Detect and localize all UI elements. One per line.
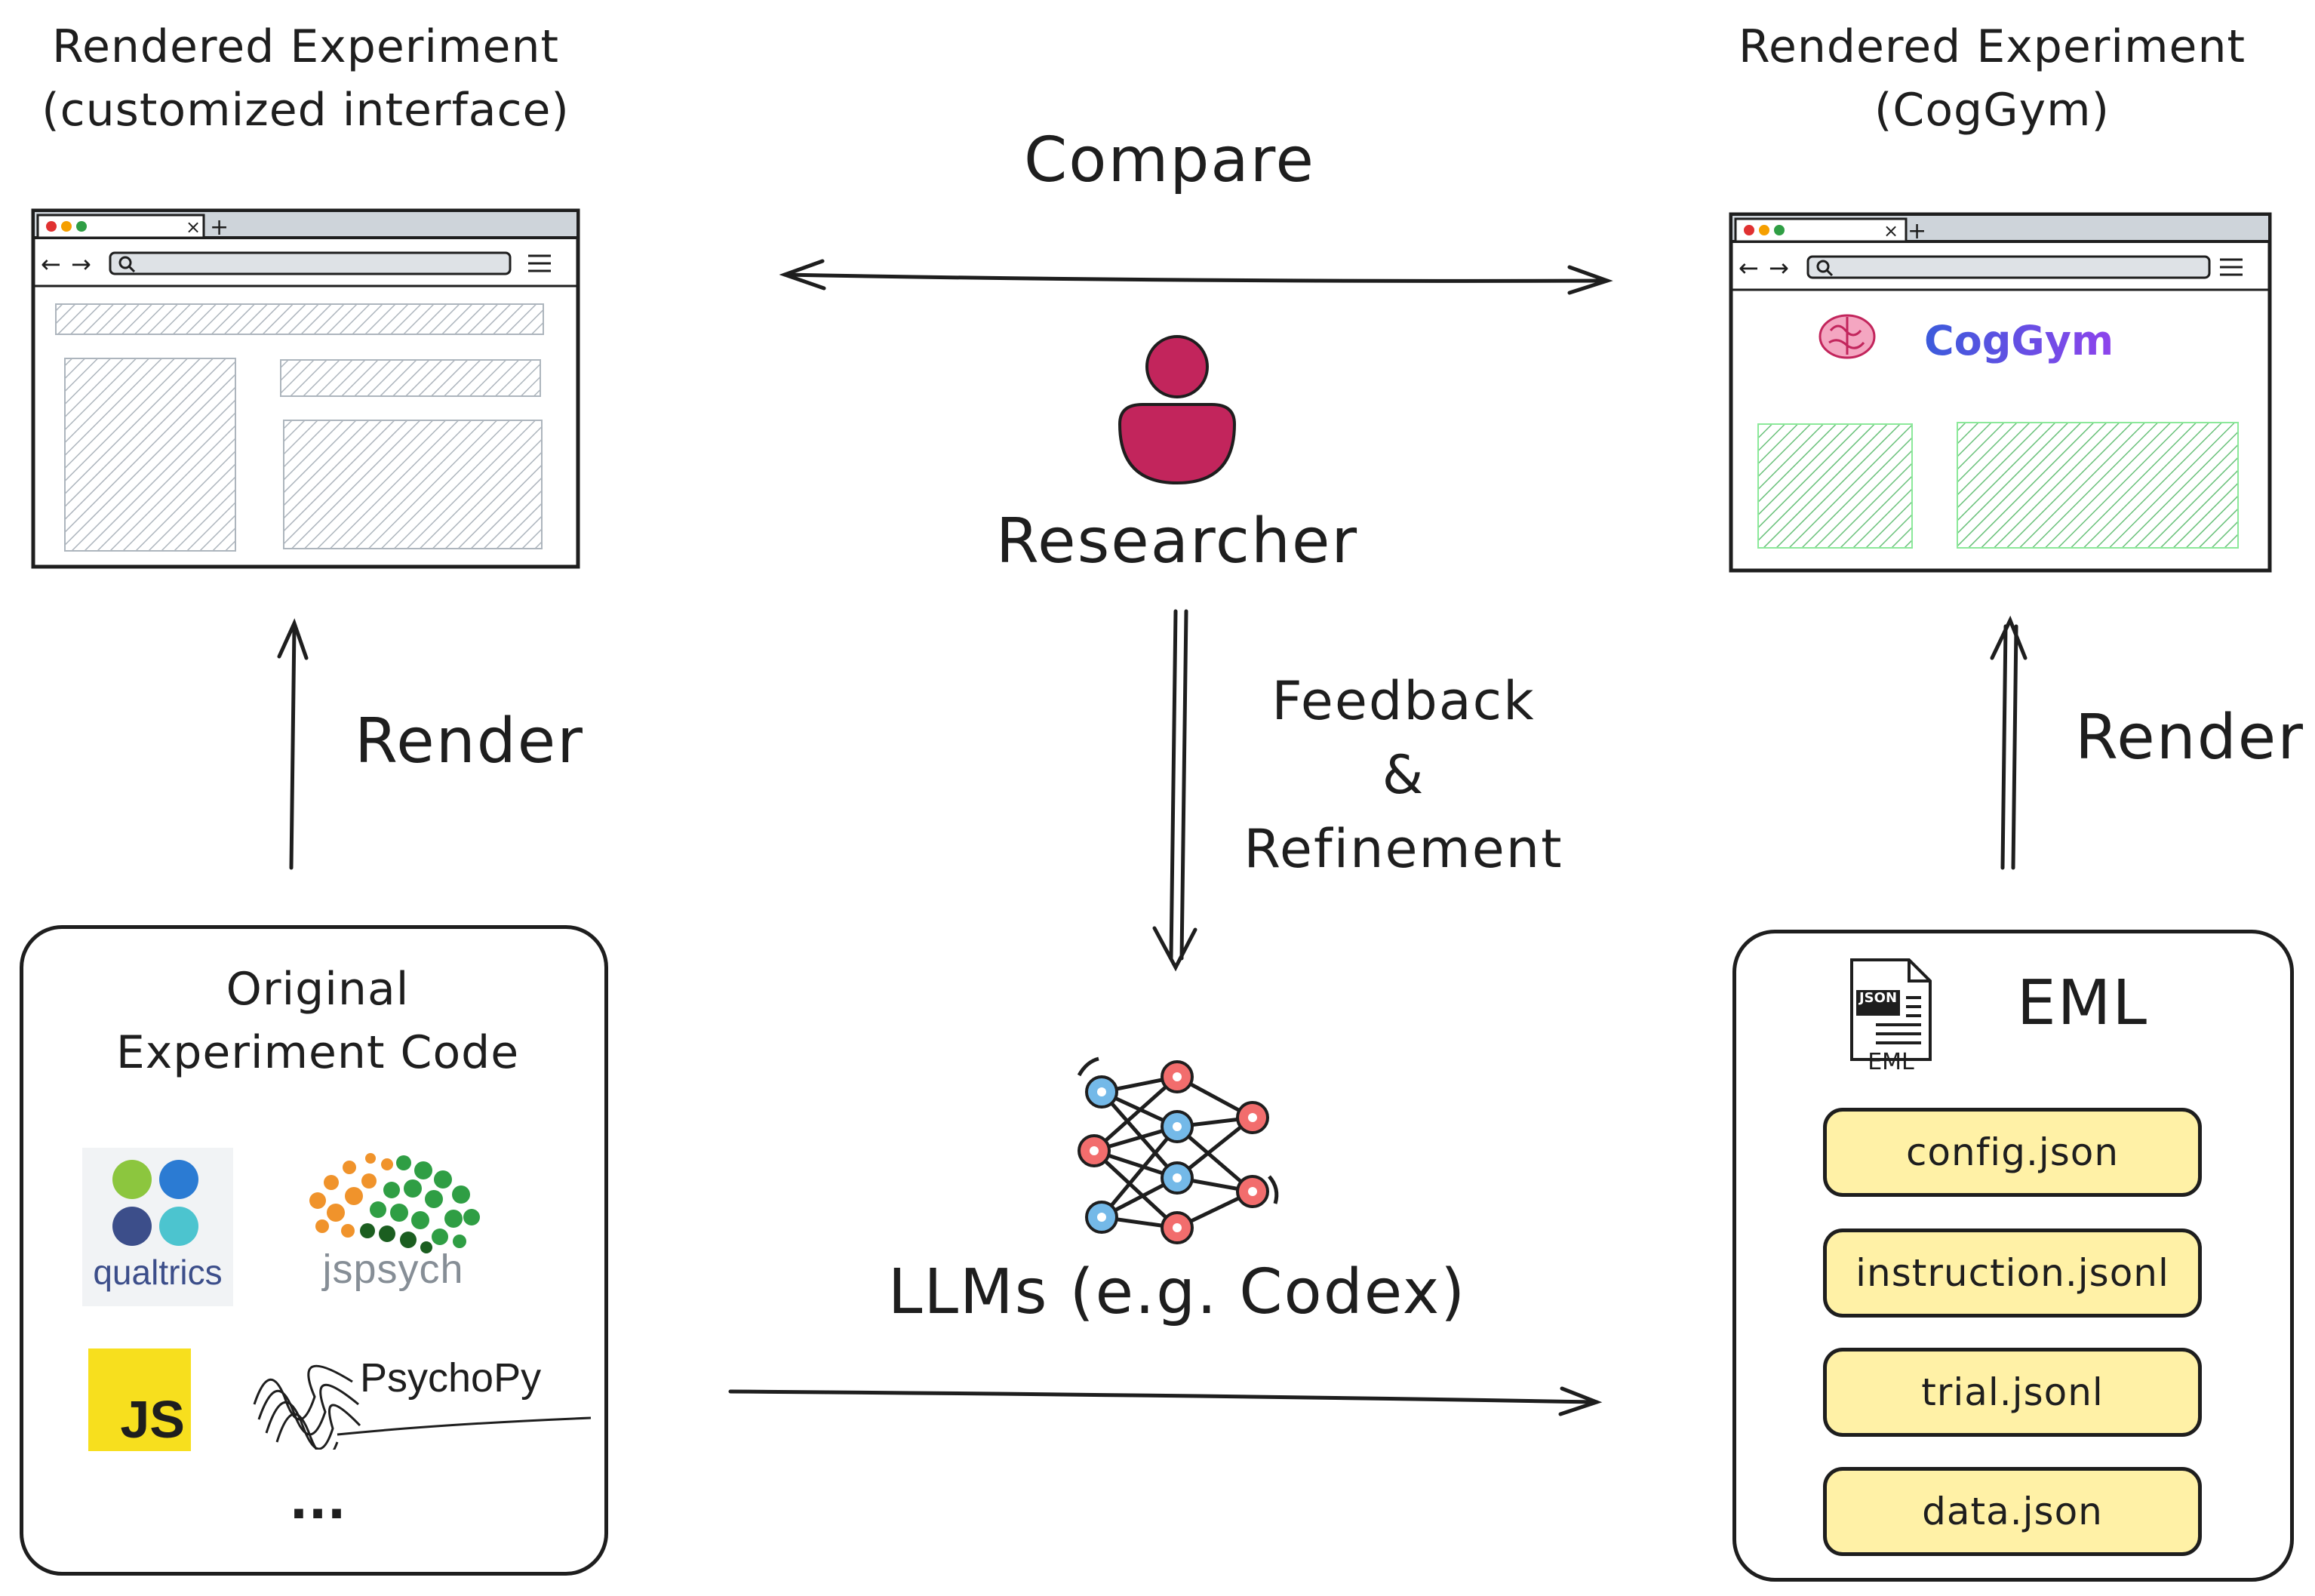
researcher-person-icon [1118, 335, 1237, 485]
window-min-dot [61, 221, 72, 232]
back-arrow-icon: ← [1739, 254, 1759, 282]
placeholder-header [55, 303, 544, 335]
left-title-line1: Rendered Experiment [51, 20, 560, 73]
window-max-dot [1774, 225, 1785, 235]
qualtrics-logo-text: qualtrics [93, 1253, 223, 1292]
window-min-dot [1759, 225, 1769, 235]
more-ellipsis: ... [289, 1472, 346, 1530]
search-icon [1816, 260, 1830, 273]
left-browser-window: × + ← → [31, 208, 580, 569]
llm-label: LLMs (e.g. Codex) [887, 1256, 1467, 1328]
new-tab-icon: + [1908, 218, 1926, 244]
left-title-line2: (customized interface) [42, 84, 570, 137]
placeholder-right-block [283, 420, 543, 549]
tab-close-icon: × [186, 217, 201, 238]
researcher-label: Researcher [995, 506, 1359, 577]
window-close-dot [1744, 225, 1754, 235]
render-left-label: Render [355, 706, 584, 777]
jspsych-logo-icon [309, 1153, 480, 1253]
forward-arrow-icon: → [71, 250, 91, 278]
brain-icon [1818, 314, 1876, 359]
compare-arrow [782, 272, 1609, 283]
qualtrics-logo: qualtrics [82, 1148, 233, 1306]
file-config: config.json [1823, 1108, 2202, 1197]
coggym-brand: CogGym [1924, 317, 2114, 364]
render-left-arrow [289, 624, 297, 870]
render-right-arrow [2000, 624, 2008, 870]
json-icon-badge: JSON [1858, 990, 1898, 1006]
menu-icon [2220, 258, 2243, 276]
menu-icon [528, 254, 551, 272]
file-trial: trial.jsonl [1823, 1348, 2202, 1437]
left-render-title: Rendered Experiment (customized interfac… [0, 15, 611, 142]
placeholder-right-bar [280, 359, 541, 397]
back-arrow-icon: ← [41, 250, 61, 278]
placeholder-left-block [64, 358, 236, 552]
address-bar [109, 251, 512, 275]
tab-close-icon: × [1883, 220, 1898, 241]
search-icon [118, 256, 132, 269]
right-render-title: Rendered Experiment (CogGym) [1690, 15, 2294, 142]
placeholder-left-green [1757, 423, 1913, 549]
right-title-line1: Rendered Experiment [1738, 20, 2246, 73]
original-code-panel: Original Experiment Code qualtrics [20, 925, 608, 1576]
window-close-dot [46, 221, 57, 232]
original-code-title-line2: Experiment Code [115, 1026, 520, 1079]
json-icon-caption: EML [1868, 1049, 1914, 1075]
psychopy-logo-text: PsychoPy [360, 1355, 542, 1401]
right-browser-window: × + ← → CogGym [1729, 212, 2272, 573]
original-code-title-line1: Original [226, 963, 410, 1016]
llm-to-eml-arrow [728, 1389, 1599, 1404]
javascript-logo: JS [88, 1348, 191, 1451]
feedback-line3: Refinement [1244, 818, 1563, 880]
file-data: data.json [1823, 1467, 2202, 1556]
psychopy-swirl-icon [253, 1364, 592, 1450]
json-file-icon [1850, 958, 1932, 1061]
javascript-logo-text: JS [120, 1390, 185, 1449]
address-bar [1806, 255, 2211, 279]
feedback-arrow [1169, 609, 1178, 961]
new-tab-icon: + [210, 214, 229, 241]
window-max-dot [76, 221, 87, 232]
feedback-refinement-label: Feedback & Refinement [1207, 664, 1600, 886]
jspsych-logo-text: jspsych [322, 1247, 464, 1292]
original-code-title: Original Experiment Code [23, 958, 612, 1084]
compare-label: Compare [1024, 125, 1315, 196]
eml-title: EML [2016, 967, 2149, 1039]
feedback-line1: Feedback [1271, 670, 1536, 732]
file-instruction: instruction.jsonl [1823, 1229, 2202, 1318]
render-right-label: Render [2075, 702, 2304, 773]
feedback-line2: & [1382, 744, 1425, 806]
right-title-line2: (CogGym) [1874, 84, 2110, 137]
qualtrics-dots-icon [112, 1160, 198, 1246]
neural-network-icon [1077, 1056, 1279, 1244]
placeholder-right-green [1957, 422, 2239, 549]
forward-arrow-icon: → [1769, 254, 1789, 282]
